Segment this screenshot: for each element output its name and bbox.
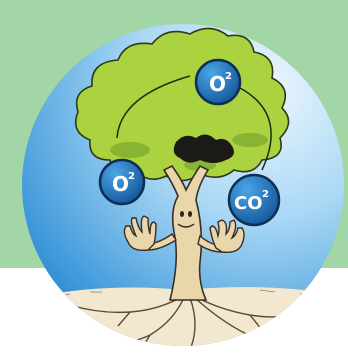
- tree-left-hand: [123, 215, 157, 252]
- tree-face: [180, 211, 192, 217]
- carbon-dioxide-bubble: CO 2: [227, 173, 281, 227]
- circulation-arrows: [116, 75, 272, 171]
- carbon-dioxide-sup: 2: [262, 189, 269, 200]
- carbon-dioxide-label: CO: [234, 193, 263, 214]
- oxygen-top-sup: 2: [225, 71, 232, 82]
- oxygen-bubble-left: O 2: [98, 158, 146, 206]
- oxygen-top-label: O: [209, 72, 226, 96]
- oxygen-left-sup: 2: [128, 171, 135, 182]
- tree-right-hand: [209, 219, 245, 254]
- oxygen-bubble-top: O 2: [194, 58, 242, 106]
- dark-branches: [173, 134, 234, 163]
- oxygen-left-label: O: [112, 172, 129, 196]
